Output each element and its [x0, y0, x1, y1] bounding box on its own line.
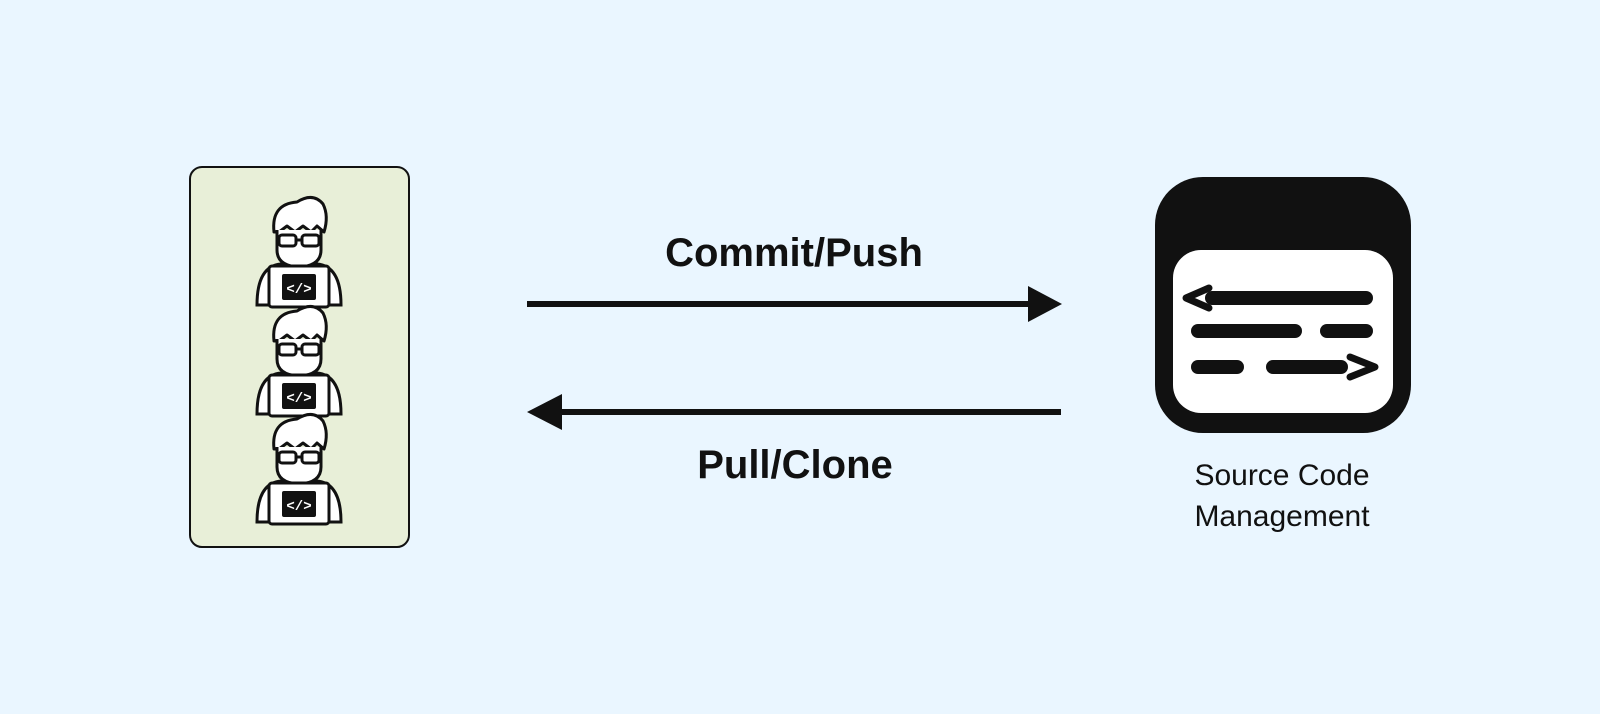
code-window-icon [1155, 177, 1411, 433]
code-glyph: </> [286, 499, 311, 515]
push-label: Commit/Push [665, 231, 923, 275]
pull-arrow [527, 394, 1061, 430]
code-glyph: </> [286, 282, 311, 298]
code-glyph: </> [286, 391, 311, 407]
developer-icon: </> [255, 412, 343, 526]
developer-team-panel: </> </> </> [189, 166, 410, 548]
developer-icon: </> [255, 304, 343, 418]
push-arrow [527, 286, 1062, 322]
scm-label-line1: Source Code [1194, 459, 1369, 492]
pull-label: Pull/Clone [697, 443, 893, 487]
scm-label-line2: Management [1194, 500, 1370, 533]
developer-icon: </> [255, 195, 343, 309]
